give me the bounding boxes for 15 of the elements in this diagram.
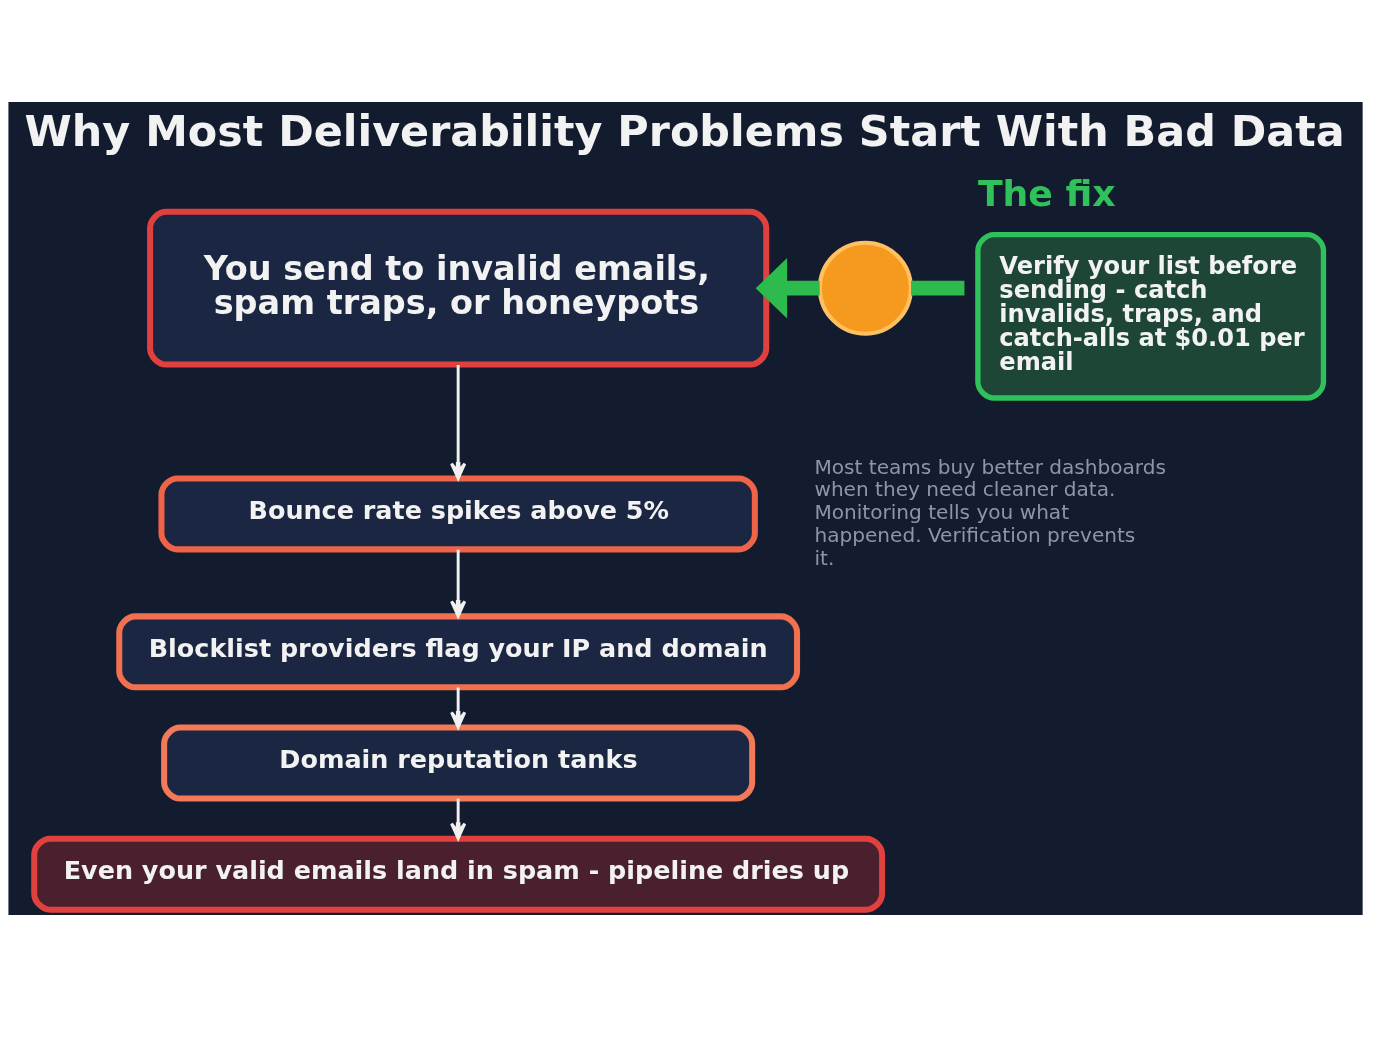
node-box: Even your valid emails land in spam - pipeline dries up [31,835,886,913]
arrow [450,798,467,840]
diagram-title: Why Most Deliverability Problems Start With Bad Data [24,105,1345,156]
arrow [755,257,820,318]
node-label: The fix [977,171,1116,215]
node-circle [817,240,913,336]
node-box: Blocklist providers flag your IP and domain [116,612,801,690]
node-box: Bounce rate spikes above 5% [158,474,758,552]
node-box: You send to invalid emails, spam traps, or honeypots [147,208,770,368]
arrow [450,364,467,480]
label: Most teams buy better dashboards when they need cleaner data. Monitoring tells you what happened. Verification prevents it. [814,454,1166,570]
node-box: Domain reputation tanks [161,724,756,802]
arrow [450,687,467,729]
connector [911,280,965,296]
arrow [450,549,467,618]
